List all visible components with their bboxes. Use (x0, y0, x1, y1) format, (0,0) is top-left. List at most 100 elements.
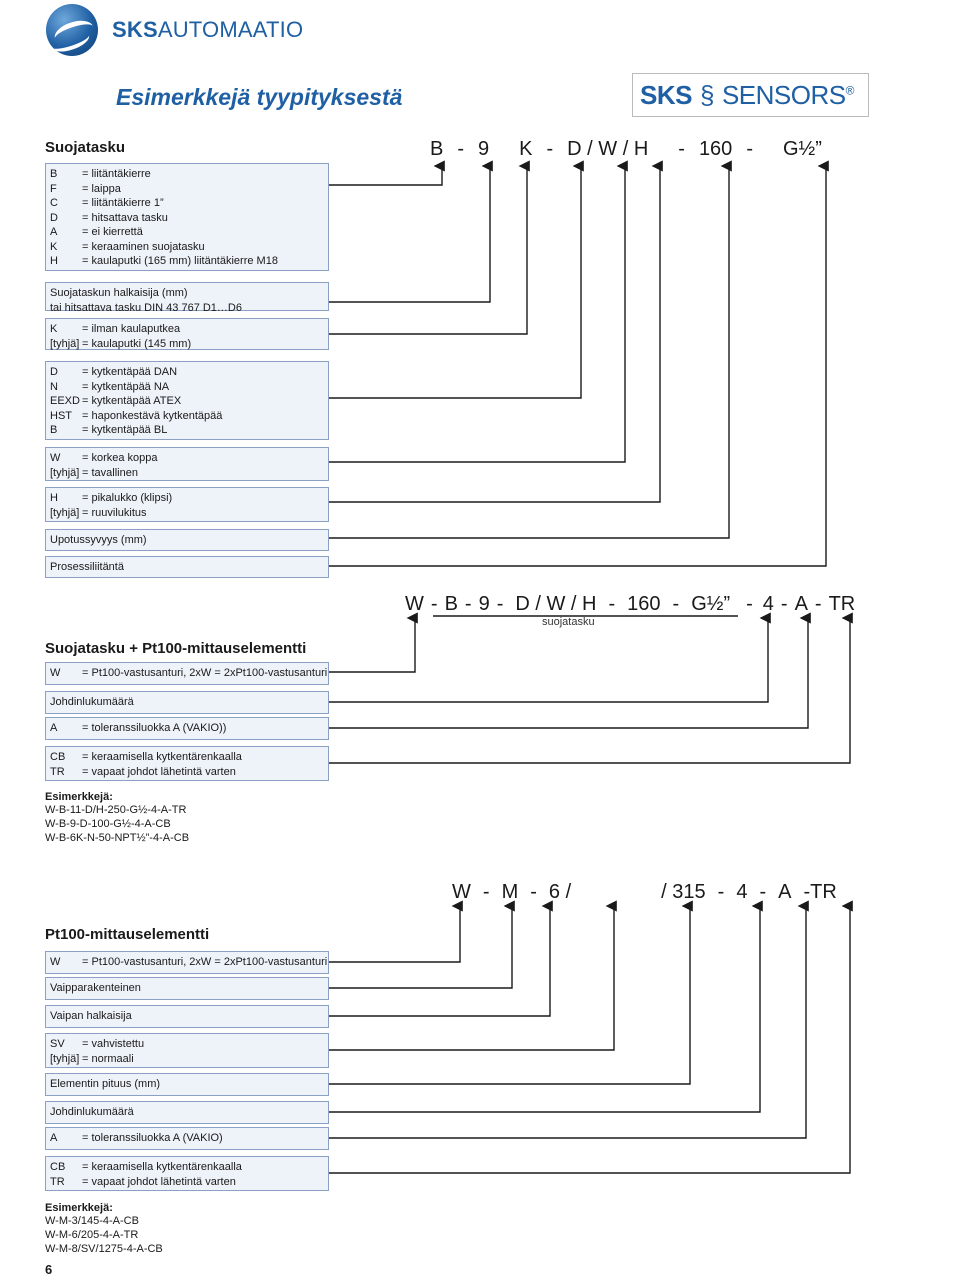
legend-code: B (50, 424, 58, 436)
legend-text: = keraaminen suojatasku (82, 240, 205, 253)
legend-row: EEXD= kytkentäpää ATEX (50, 394, 328, 409)
legend-code: W (50, 956, 61, 968)
legend-code: W (50, 452, 61, 464)
section-title-suojatasku: Suojatasku (45, 139, 126, 156)
section2-legend-box: Johdinlukumäärä (45, 691, 329, 714)
sks-sensors-logo (632, 73, 869, 117)
code-token: - (430, 593, 438, 615)
legend-text: = ei kierrettä (82, 226, 143, 238)
legend-code: CB (50, 1161, 66, 1173)
legend-row: CB = keraamisella kytkentärenkaalla (50, 750, 328, 765)
type-code-section3: W-M-6 // 315-4-A-TR (452, 881, 849, 904)
legend-row: Upotussyvyys (mm) (50, 533, 328, 548)
legend-text: = korkea koppa (82, 452, 158, 464)
example-line: W-B-11-D/H-250-G½-4-A-TR (45, 804, 187, 816)
code-token: 160 (627, 593, 661, 615)
legend-code: EEXD (50, 395, 80, 407)
section1-legend-box: K= ilman kaulaputkea[tyhjä]= kaulaputki … (45, 318, 329, 350)
examples-section2: Esimerkkejä: W-B-11-D/H-250-G½-4-A-TR W-… (45, 791, 189, 845)
legend-text: = vapaat johdot lähetintä varten (82, 765, 236, 778)
legend-text: = toleranssiluokka A (VAKIO) (82, 1132, 223, 1144)
legend-row: HST = haponkestävä kytkentäpää (50, 409, 328, 424)
legend-row: W= Pt100-vastusanturi, 2xW = 2xPt100-vas… (50, 666, 328, 681)
legend-row: Elementin pituus (mm) (50, 1077, 328, 1092)
code-token: 9 (478, 593, 490, 615)
legend-text: = keraamisella kytkentärenkaalla (82, 751, 242, 763)
code-token: - (746, 593, 753, 615)
legend-row: Suojataskun halkaisija (mm) (50, 286, 328, 301)
legend-row: Johdinlukumäärä (50, 695, 328, 710)
legend-code: N (50, 380, 58, 393)
legend-text: Vaipparakenteinen (50, 982, 141, 994)
legend-text: = pikalukko (klipsi) (82, 492, 173, 504)
legend-code: [tyhjä] (50, 506, 80, 519)
examples-title: Esimerkkejä: (45, 791, 113, 803)
legend-text: tai hitsattava tasku DIN 43 767 D1…D6 (50, 301, 242, 314)
section3-legend-box: SV= vahvistettu[tyhjä]= normaali (45, 1033, 329, 1068)
code-token: - (814, 593, 822, 615)
page-title: Esimerkkejä tyypityksestä (116, 84, 403, 110)
legend-row: W = korkea koppa (50, 451, 328, 466)
code-token: - (759, 881, 767, 903)
code-token: 160 (698, 138, 733, 160)
legend-row: Vaipparakenteinen (50, 981, 328, 996)
section-title-pt100-suojatasku: Suojatasku + Pt100-mittauselementti (45, 640, 307, 657)
code-token: - (530, 881, 537, 903)
legend-code: A (50, 226, 58, 238)
code-token: - (678, 138, 685, 160)
legend-text: = haponkestävä kytkentäpää (82, 409, 223, 422)
code-token: - (482, 881, 490, 903)
legend-row: W= Pt100-vastusanturi, 2xW = 2xPt100-vas… (50, 955, 328, 970)
legend-row: SV= vahvistettu (50, 1037, 328, 1052)
legend-text: = liitäntäkierre (82, 168, 151, 180)
section2-legend-box: W= Pt100-vastusanturi, 2xW = 2xPt100-vas… (45, 662, 329, 685)
section-title-pt100: Pt100-mittauselementti (45, 926, 210, 943)
legend-text: = kytkentäpää BL (82, 424, 168, 436)
code-token: - (608, 593, 616, 615)
legend-row: N= kytkentäpää NA (50, 380, 328, 395)
legend-code: [tyhjä] (50, 337, 80, 350)
code-token: G½” (691, 593, 731, 615)
code-token: B (430, 138, 444, 160)
legend-row: D= hitsattava tasku (50, 211, 328, 226)
sks-automaatio-logo-icon (46, 4, 98, 56)
legend-row: TR= vapaat johdot lähetintä varten (50, 765, 328, 780)
suojatasku-sublabel: suojatasku (542, 616, 595, 628)
legend-text: Upotussyvyys (mm) (50, 534, 147, 546)
code-token: - (496, 593, 504, 615)
legend-text: = hitsattava tasku (82, 211, 168, 224)
legend-row: C= liitäntäkierre 1” (50, 196, 328, 211)
code-token: K (519, 138, 533, 160)
legend-row: A = ei kierrettä (50, 225, 328, 240)
code-token: W (405, 593, 424, 615)
page-number: 6 (45, 1262, 53, 1277)
legend-text: = toleranssiluokka A (VAKIO)) (82, 722, 227, 734)
legend-row: TR= vapaat johdot lähetintä varten (50, 1175, 328, 1190)
code-token: 6 / (548, 881, 572, 903)
type-code-section2: W-B-9-D / W / H-160-G½”-4-A-TR (405, 593, 855, 616)
legend-code: CB (50, 751, 66, 763)
section1-legend-box: Prosessiliitäntä (45, 556, 329, 578)
legend-code: HST (50, 409, 72, 422)
legend-text: = kaulaputki (165 mm) liitäntäkierre M18 (82, 255, 278, 267)
legend-row: H= pikalukko (klipsi) (50, 491, 328, 506)
legend-row: B= liitäntäkierre (50, 167, 328, 182)
code-token: - (803, 881, 811, 903)
code-token: M (501, 881, 519, 903)
legend-code: A (50, 722, 58, 734)
legend-text: = liitäntäkierre 1” (82, 197, 164, 209)
legend-code: H (50, 255, 58, 267)
legend-text: Elementin pituus (mm) (50, 1078, 161, 1090)
legend-code: F (50, 182, 57, 195)
code-token: 4 (762, 593, 774, 615)
section1-legend-box: Upotussyvyys (mm) (45, 529, 329, 551)
legend-row: K= keraaminen suojatasku (50, 240, 328, 255)
legend-code: A (50, 1132, 58, 1144)
code-token: 4 (736, 881, 748, 903)
code-token: - (717, 881, 725, 903)
example-line: W-M-6/205-4-A-TR (45, 1229, 139, 1241)
